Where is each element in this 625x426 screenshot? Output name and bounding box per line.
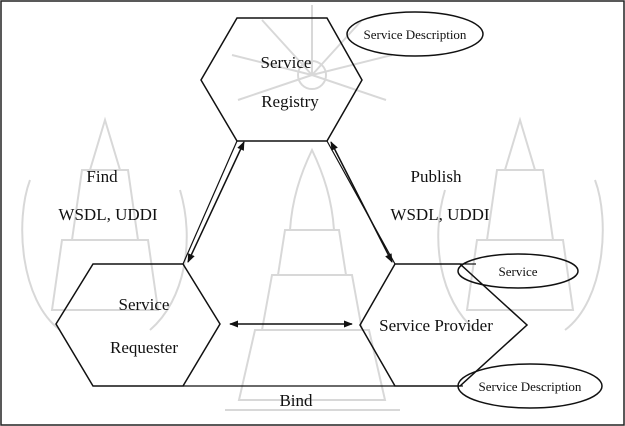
registry-title-line1: Service bbox=[261, 53, 312, 72]
registry-left-connector bbox=[182, 140, 238, 265]
registry-description-oval bbox=[346, 11, 484, 57]
find-arrow bbox=[187, 141, 245, 263]
publish-arrow bbox=[330, 141, 393, 263]
registry-title-line2: Registry bbox=[261, 92, 319, 111]
watermark-spire bbox=[225, 147, 400, 411]
publish-label: Publish bbox=[410, 167, 462, 186]
watermark-sunburst bbox=[231, 5, 393, 101]
provider-title: Service Provider bbox=[379, 316, 493, 335]
find-protocols: WSDL, UDDI bbox=[58, 205, 157, 224]
provider-service-oval bbox=[457, 253, 579, 289]
publish-protocols: WSDL, UDDI bbox=[390, 205, 489, 224]
requester-title-line2: Requester bbox=[110, 338, 178, 357]
registry-description-text: Service Description bbox=[364, 27, 467, 42]
provider-description-text: Service Description bbox=[479, 379, 582, 394]
watermark-emblem bbox=[21, 5, 604, 411]
registry-hexagon bbox=[200, 17, 363, 142]
bind-label: Bind bbox=[279, 391, 313, 410]
provider-description-oval bbox=[457, 363, 603, 409]
requester-title-line1: Service bbox=[119, 295, 170, 314]
find-label: Find bbox=[86, 167, 118, 186]
watermark-right-tower bbox=[437, 116, 604, 331]
requester-hexagon bbox=[55, 263, 221, 387]
provider-service-text: Service bbox=[499, 264, 538, 279]
watermark-left-tower bbox=[21, 116, 188, 331]
